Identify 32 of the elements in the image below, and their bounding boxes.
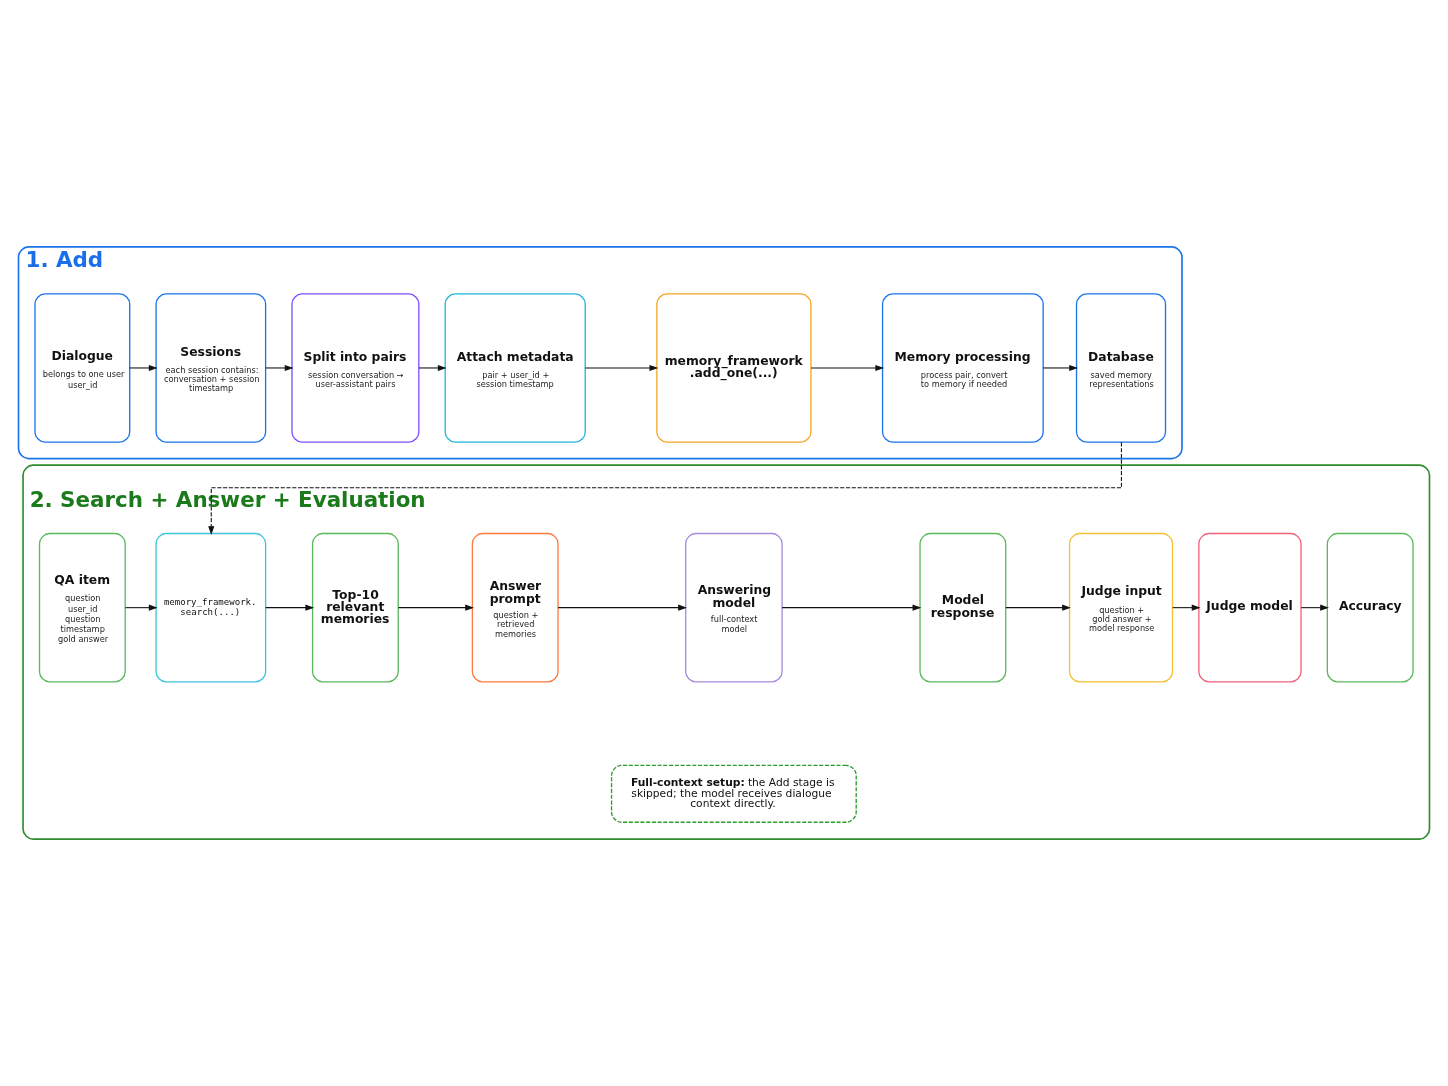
- node-box: Accuracy: [1326, 532, 1414, 683]
- node-box: Full-context setup: the Add stage is skipped; the model receives dialogue context directly.: [610, 764, 857, 823]
- arrow: [584, 364, 659, 372]
- arrow: [124, 604, 158, 611]
- node-box: Split into pairs session conversation → user-assistant pairs: [291, 293, 420, 443]
- arrow: [397, 604, 474, 611]
- node-box: Judge model: [1198, 532, 1302, 683]
- arrow: [810, 364, 885, 372]
- node-box: Answering model full-context model: [685, 532, 783, 683]
- arrow: [129, 364, 158, 372]
- node-box: Memory processing process pair, convert to memory if needed: [881, 293, 1044, 443]
- node-box: Dialogue belongs to one user user_id: [34, 293, 131, 443]
- arrow: [265, 364, 294, 372]
- arrow: [781, 604, 922, 611]
- node-box: memory_framework .add_one(...): [656, 293, 812, 443]
- arrow: [1300, 604, 1329, 611]
- arrow: [1005, 604, 1071, 611]
- node-box: Model response: [919, 532, 1007, 683]
- node-box: Top-10 relevant memories: [311, 532, 399, 683]
- arrow: [557, 604, 687, 611]
- arrow: [1042, 364, 1078, 372]
- node-box: Answer prompt question + retrieved memories: [471, 532, 559, 683]
- node-box: QA item question user_id question timestamp gold answer: [38, 532, 126, 683]
- arrow: [265, 604, 315, 611]
- node-box: Database saved memory representations: [1075, 293, 1167, 443]
- arrow: [418, 364, 447, 372]
- arrow: [208, 441, 1122, 536]
- node-box: Sessions each session contains: conversation + session timestamp: [155, 293, 267, 443]
- node-box: Attach metadata pair + user_id + session timestamp: [444, 293, 586, 443]
- node-box: Judge input question + gold answer + model response: [1068, 532, 1174, 683]
- node-box: memory_framework. search(...): [155, 532, 267, 683]
- arrow: [1172, 604, 1201, 611]
